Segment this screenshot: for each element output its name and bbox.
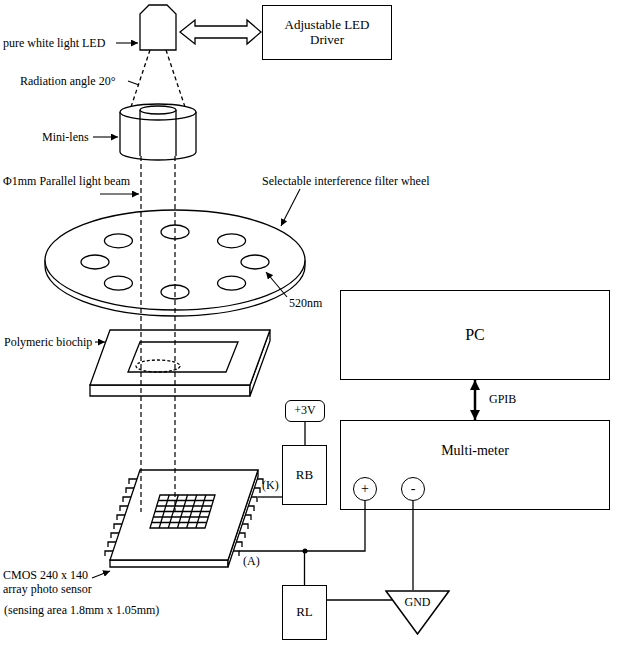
leader-arrow: [281, 189, 300, 226]
wire: [327, 599, 392, 600]
terminal-circle: +: [353, 477, 377, 501]
node-text: -: [411, 481, 416, 497]
bus-label: GPIB: [487, 392, 518, 407]
wire: [412, 501, 413, 590]
node-text: RL: [296, 605, 313, 620]
part-label: (K): [262, 478, 279, 492]
mini-lens-core-top: [140, 106, 176, 114]
supply-box: +3V: [285, 400, 325, 422]
part-label: Mini-lens: [42, 130, 89, 144]
part-label: Selectable interference filter wheel: [262, 174, 430, 188]
node-text: Multi-meter: [441, 443, 509, 459]
leader-arrow: [266, 272, 287, 297]
pixel-grid-line: [155, 511, 210, 512]
filter-window: [218, 234, 246, 248]
filter-window: [81, 255, 109, 269]
part-label: Radiation angle 20°: [20, 74, 115, 88]
part-label: Polymeric biochip: [4, 335, 92, 349]
leader-arrow: [95, 341, 105, 342]
light-beam-line: [140, 156, 141, 512]
control-double-arrow: [180, 20, 261, 44]
pixel-grid-line: [152, 522, 207, 523]
biochip-top: [90, 330, 270, 385]
multimeter-box: Multi-meter + -: [340, 420, 610, 510]
resistor-box: RL: [282, 585, 327, 640]
node-text: PC: [465, 326, 485, 344]
node-text: RB: [296, 468, 313, 483]
part-label: Φ1mm Parallel light beam: [3, 174, 130, 188]
ground-symbol: GND: [385, 590, 450, 635]
resistor-box: RB: [282, 445, 327, 505]
node-text: GND: [405, 596, 431, 610]
node-text: +3V: [294, 404, 315, 418]
leader-line: [128, 81, 139, 85]
filter-window: [218, 276, 246, 290]
biochip-window: [128, 342, 238, 372]
filter-window: [241, 255, 269, 269]
part-label: pure white light LED: [3, 36, 105, 50]
radiation-cone-line: [131, 50, 150, 107]
filter-window: [104, 276, 132, 290]
detection-spot: [136, 360, 180, 372]
cathode-wire: [258, 496, 282, 497]
pixel-grid-line: [153, 516, 208, 517]
part-label: 520nm: [289, 296, 322, 310]
part-label: CMOS 240 x 140 array photo sensor: [3, 568, 103, 597]
driver-box: Adjustable LED Driver: [262, 5, 392, 60]
anode-wire: [239, 550, 305, 551]
ground-triangle: [386, 591, 449, 634]
filter-window: [104, 234, 132, 248]
wire: [304, 422, 305, 445]
bus-arrow: [474, 380, 477, 420]
light-beam-line: [174, 156, 175, 512]
sensor-package-top: [110, 470, 258, 560]
part-label: (A): [243, 554, 260, 568]
leader-arrow: [100, 193, 139, 194]
leader-arrow: [116, 42, 138, 43]
sensor-package-front: [110, 560, 228, 567]
part-label: (sensing area 1.8mm x 1.05mm): [4, 603, 159, 617]
pixel-array: [150, 495, 215, 528]
radiation-cone-line: [166, 50, 185, 107]
mini-lens-top: [120, 104, 196, 120]
terminal-circle: -: [401, 477, 425, 501]
node-text: +: [361, 481, 369, 497]
mini-lens-core: [140, 110, 176, 156]
node-text: Adjustable LED Driver: [268, 18, 386, 48]
leader-arrow: [93, 136, 118, 137]
led-body: [140, 5, 176, 50]
wire: [305, 501, 366, 585]
pc-box: PC: [340, 290, 610, 380]
leader-arrow: [92, 571, 110, 578]
biochip-front: [90, 385, 250, 396]
